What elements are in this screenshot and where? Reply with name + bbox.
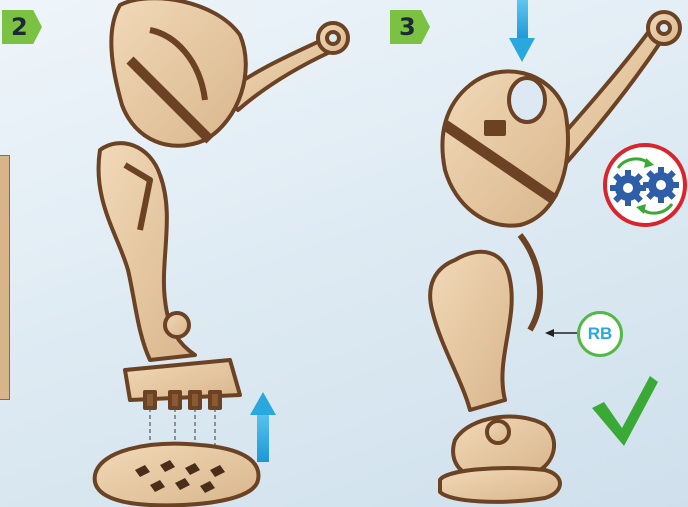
- checkmark-icon: [592, 376, 658, 446]
- arrow-up-icon: [250, 392, 276, 462]
- gears-rotate-icon: [605, 145, 685, 225]
- arrow-down-icon: [509, 0, 535, 62]
- step2-base: [95, 444, 259, 506]
- arrow-left-icon: [545, 329, 577, 337]
- step2-figure: [98, 0, 348, 408]
- step2-body: [111, 0, 245, 146]
- step2-foot: [125, 360, 240, 400]
- rb-label-text: RB: [588, 324, 613, 344]
- step3-figure: [430, 12, 680, 502]
- rb-label-badge: RB: [577, 311, 623, 357]
- step3-leg: [430, 252, 512, 410]
